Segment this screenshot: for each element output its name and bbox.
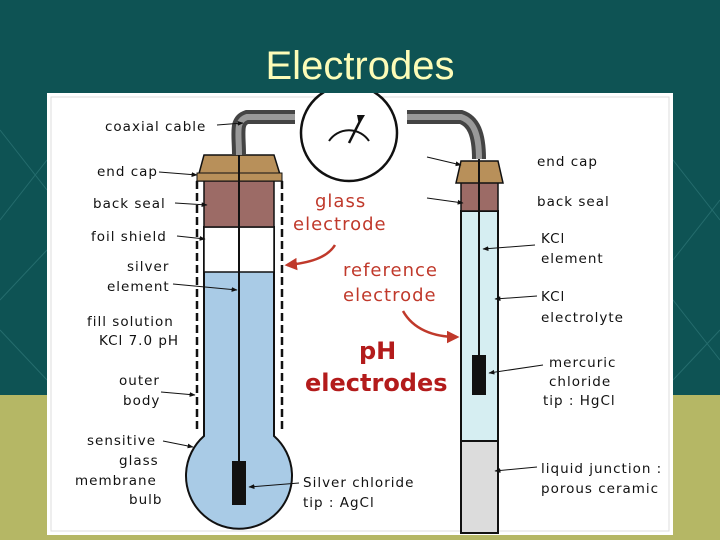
label-fill-solution-line2: KCl 7.0 pH: [99, 333, 179, 349]
label-foil-shield: foil shield: [91, 229, 167, 245]
right-labels: end cap back seal KCl element KCl electr…: [248, 154, 662, 511]
callout-reference-line2: electrode: [343, 285, 437, 306]
callout-ph-line2: electrodes: [305, 369, 448, 397]
label-silver-line2: element: [107, 279, 170, 295]
ph-meter: [299, 93, 399, 183]
left-labels: coaxial cable end cap back seal foil shi…: [75, 119, 244, 508]
label-membrane-line4: bulb: [129, 492, 162, 508]
callout-glass-line2: electrode: [293, 214, 387, 235]
label-liquid-junction-line1: liquid junction :: [541, 461, 662, 477]
label-membrane-line2: glass: [119, 453, 159, 469]
ph-electrode-diagram: coaxial cable end cap back seal foil shi…: [47, 93, 673, 535]
liquid-junction: [460, 440, 499, 534]
label-coaxial-cable: coaxial cable: [105, 119, 206, 135]
callout-glass-line1: glass: [315, 191, 366, 212]
label-fill-solution-line1: fill solution: [87, 314, 174, 330]
label-kcl-element-line1: KCl: [541, 231, 565, 247]
glass-electrode: [185, 154, 293, 530]
callouts: glass electrode reference electrode pH e…: [284, 191, 460, 397]
label-silver-chloride-line2: tip : AgCl: [303, 495, 375, 511]
label-mercuric-line2: chloride: [549, 374, 611, 390]
silver-chloride-tip: [232, 461, 246, 505]
label-kcl-element-line2: element: [541, 251, 604, 267]
label-end-cap-right: end cap: [537, 154, 598, 170]
reference-electrode: [455, 159, 504, 534]
label-kcl-electrolyte-line2: electrolyte: [541, 310, 624, 326]
slide-title: Electrodes: [265, 44, 455, 88]
callout-reference-line1: reference: [343, 260, 438, 281]
label-end-cap-left: end cap: [97, 164, 158, 180]
label-liquid-junction-line2: porous ceramic: [541, 481, 659, 497]
mercuric-chloride-tip: [472, 355, 486, 395]
label-mercuric-line1: mercuric: [549, 355, 616, 371]
label-back-seal-right: back seal: [537, 194, 610, 210]
label-outer-body-line1: outer: [119, 373, 160, 389]
label-kcl-electrolyte-line1: KCl: [541, 289, 565, 305]
label-mercuric-line3: tip : HgCl: [543, 393, 616, 409]
label-outer-body-line2: body: [123, 393, 160, 409]
label-membrane-line1: sensitive: [87, 433, 156, 449]
label-back-seal-left: back seal: [93, 196, 166, 212]
label-silver-line1: silver: [127, 259, 169, 275]
callout-ph-line1: pH: [359, 337, 396, 365]
label-membrane-line3: membrane: [75, 473, 157, 489]
coaxial-cables: [231, 110, 486, 160]
label-silver-chloride-line1: Silver chloride: [303, 475, 414, 491]
